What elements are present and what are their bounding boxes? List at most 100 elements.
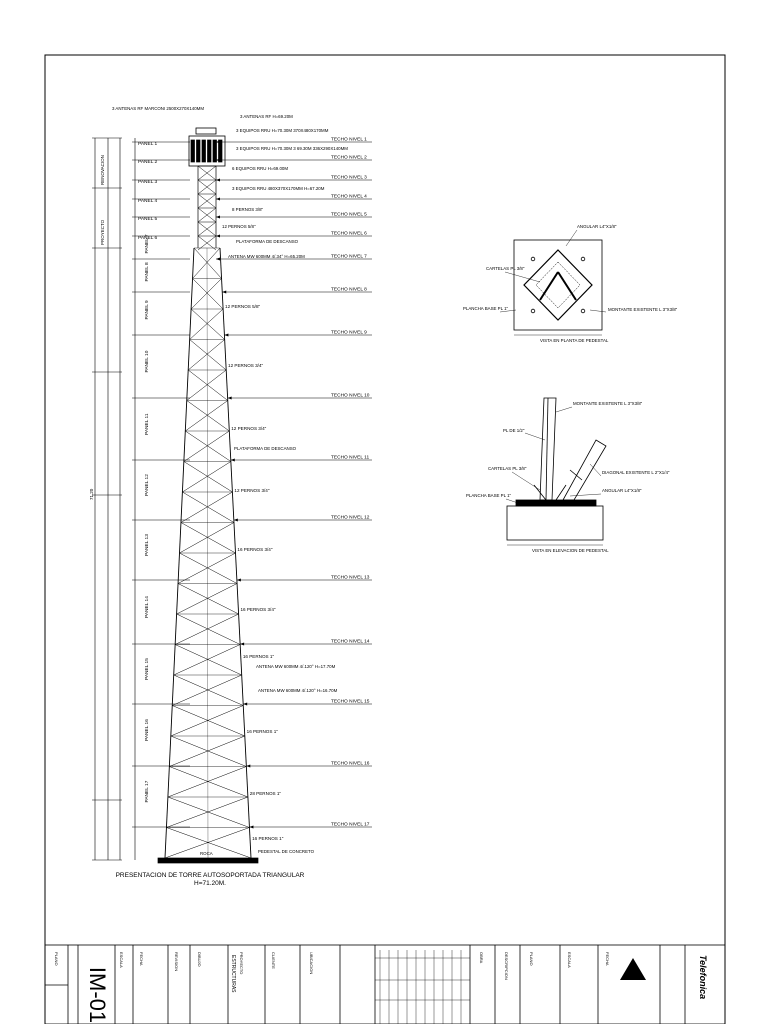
bolt-annotation: 12 PERNOS 3/4": [228, 363, 263, 368]
panel-label: PANEL 12: [144, 474, 150, 496]
plan-leader-3: PLANCHA BASE PL 1": [463, 306, 509, 311]
elevation-detail-labels: MONTANTE EXISTENTE L 3"X3/8" PL DE 1/2" …: [466, 401, 670, 553]
panel-label: PANEL 4: [138, 198, 158, 204]
level-arrow-icon: [230, 458, 235, 462]
title-block-cell: FECHA: [139, 952, 144, 966]
panel-label: PANEL 3: [138, 179, 158, 185]
level-arrow-icon: [233, 518, 238, 522]
bolt-annotation: 28 PERNOS 1": [250, 791, 282, 796]
tower-annotation: PEDESTAL DE CONCRETO: [258, 849, 315, 854]
antenna-icon: [201, 139, 206, 163]
tower-annotation: PLATAFORMA DE DESCANSO: [234, 446, 297, 451]
sheet-code: IM-01: [85, 967, 110, 1023]
plan-detail: [513, 239, 603, 336]
title-block-cell: ESCALA: [567, 952, 572, 968]
title-block-cell: OBRA: [479, 952, 484, 964]
base-label: ROCA: [200, 851, 213, 856]
panel-label: PANEL 8: [144, 262, 150, 282]
level-arrow-icon: [222, 290, 227, 294]
title-block-cell: ESCALA: [119, 952, 124, 968]
tower-elevation: [157, 127, 259, 864]
firm-logo-icon: [620, 958, 646, 980]
panel-label: PANEL 7: [144, 234, 150, 254]
panel-label: PANEL 5: [138, 216, 158, 222]
level-label: TECHO NIVEL 9: [331, 330, 367, 336]
sheet-border: [44, 54, 726, 1024]
tower-annotation: 3 ANTENAS RF MARCONI 2500X270X140MM: [112, 106, 204, 111]
elevation-leader-4: CARTELAS PL 3/8": [488, 466, 527, 471]
title-block: [44, 944, 726, 1024]
level-label: TECHO NIVEL 5: [331, 212, 367, 218]
drawing-height: H=71.20M.: [194, 880, 226, 887]
tower-annotation: 3 EQUIPOS RRU H=70.30M 3 69.30M 336X290X…: [236, 146, 348, 151]
title-block-cell: DIBUJO: [197, 952, 202, 967]
plan-leader-2: CARTELAS PL 3/8": [486, 266, 525, 271]
level-arrow-icon: [216, 257, 220, 261]
drawing-caption: PRESENTACION DE TORRE AUTOSOPORTADA TRIA…: [60, 872, 360, 888]
plan-leader-4: MONTANTE EXISTENTE L 3"X3/8": [608, 307, 678, 312]
elevation-leader-6: PLANCHA BASE PL 1": [466, 493, 512, 498]
elevation-leader-3: DIAGONAL EXISTENTE L 2"X1/4": [602, 470, 670, 475]
antenna-icon: [207, 139, 212, 163]
title-block-cell: PLANO: [54, 952, 59, 966]
level-label: TECHO NIVEL 1: [331, 137, 367, 143]
panel-label: PANEL 16: [144, 719, 150, 741]
tower-annotation: 3 EQUIPOS RRU H=70.30M 370X480X170MM: [236, 128, 329, 133]
elevation-leader-1: MONTANTE EXISTENTE L 3"X3/8": [573, 401, 643, 406]
panel-label: PANEL 15: [144, 658, 150, 680]
level-arrow-icon: [240, 642, 245, 646]
level-label: TECHO NIVEL 12: [331, 515, 370, 521]
plan-leader-1: ANGULAR L4"X1/8": [577, 224, 617, 229]
tower-annotation: 12 PERNOS 5/8": [222, 224, 256, 229]
level-label: TECHO NIVEL 14: [331, 639, 370, 645]
level-lines: [216, 140, 372, 829]
discipline-label: ESTRUCTURAS: [230, 955, 236, 993]
tower-annotation: 6 EQUIPOS RRU H=69.00M: [232, 166, 288, 171]
panel-label: PANEL 9: [144, 300, 150, 320]
level-arrow-icon: [216, 158, 220, 162]
bolt-annotation: 16 PERNOS 3/4": [240, 607, 275, 612]
elevation-leader-5: ANGULAR L4"X1/8": [602, 488, 642, 493]
title-block-cell: CLIENTE: [271, 952, 276, 969]
plan-leaders: [499, 229, 607, 313]
level-label: TECHO NIVEL 15: [331, 699, 370, 705]
tower-annotation: 3 ANTENAS RF H=69.20M: [240, 114, 293, 119]
bolt-annotation: 16 PERNOS 1": [243, 654, 275, 659]
total-height-label: 71.20: [89, 488, 94, 500]
level-arrow-icon: [243, 702, 248, 706]
bolt-annotation: 12 PERNOS 3/4": [231, 426, 266, 431]
level-label: TECHO NIVEL 3: [331, 175, 367, 181]
level-arrow-icon: [216, 197, 220, 201]
level-label: TECHO NIVEL 11: [331, 455, 369, 461]
title-block-cell: DESCRIPCION: [504, 952, 509, 980]
panel-label: PANEL 14: [144, 596, 150, 618]
level-label: TECHO NIVEL 13: [331, 575, 370, 581]
level-label: TECHO NIVEL 4: [331, 194, 367, 200]
level-arrow-icon: [227, 396, 232, 400]
panel-label: PANEL 17: [144, 780, 150, 802]
bolt-annotation: 12 PERNOS 5/8": [225, 304, 260, 309]
level-label: TECHO NIVEL 7: [331, 254, 367, 260]
level-arrow-icon: [224, 333, 229, 337]
title-block-cell: REVISION: [174, 952, 179, 971]
level-arrow-icon: [236, 578, 241, 582]
plan-title: VISTA EN PLANTA DE PEDESTAL: [540, 338, 609, 343]
antenna-icon: [196, 139, 201, 163]
tower-annotation: 3 EQUIPOS RRU 480X370X170MM H=67.20M: [232, 186, 325, 191]
bolt-annotation: 16 PERNOS 1": [252, 836, 284, 841]
elevation-detail: [506, 397, 607, 546]
level-label: TECHO NIVEL 10: [331, 393, 370, 399]
level-label: TECHO NIVEL 8: [331, 287, 367, 293]
panel-label: PANEL 10: [144, 350, 150, 372]
panel-label: PANEL 6: [138, 235, 158, 241]
tower-annotation: PLATAFORMA DE DESCANSO: [236, 239, 299, 244]
plan-detail-labels: ANGULAR L4"X1/8" CARTELAS PL 3/8" PLANCH…: [463, 224, 678, 343]
elevation-leader-2: PL DE 1/2": [503, 428, 525, 433]
bolt-annotation: 16 PERNOS 3/4": [237, 547, 272, 552]
level-arrow-icon: [249, 825, 254, 829]
level-arrow-icon: [216, 234, 220, 238]
elevation-leaders: [505, 406, 602, 504]
tower-annotation: ANTENA MW 600MM 4/.34° H=65.20M: [228, 254, 305, 259]
